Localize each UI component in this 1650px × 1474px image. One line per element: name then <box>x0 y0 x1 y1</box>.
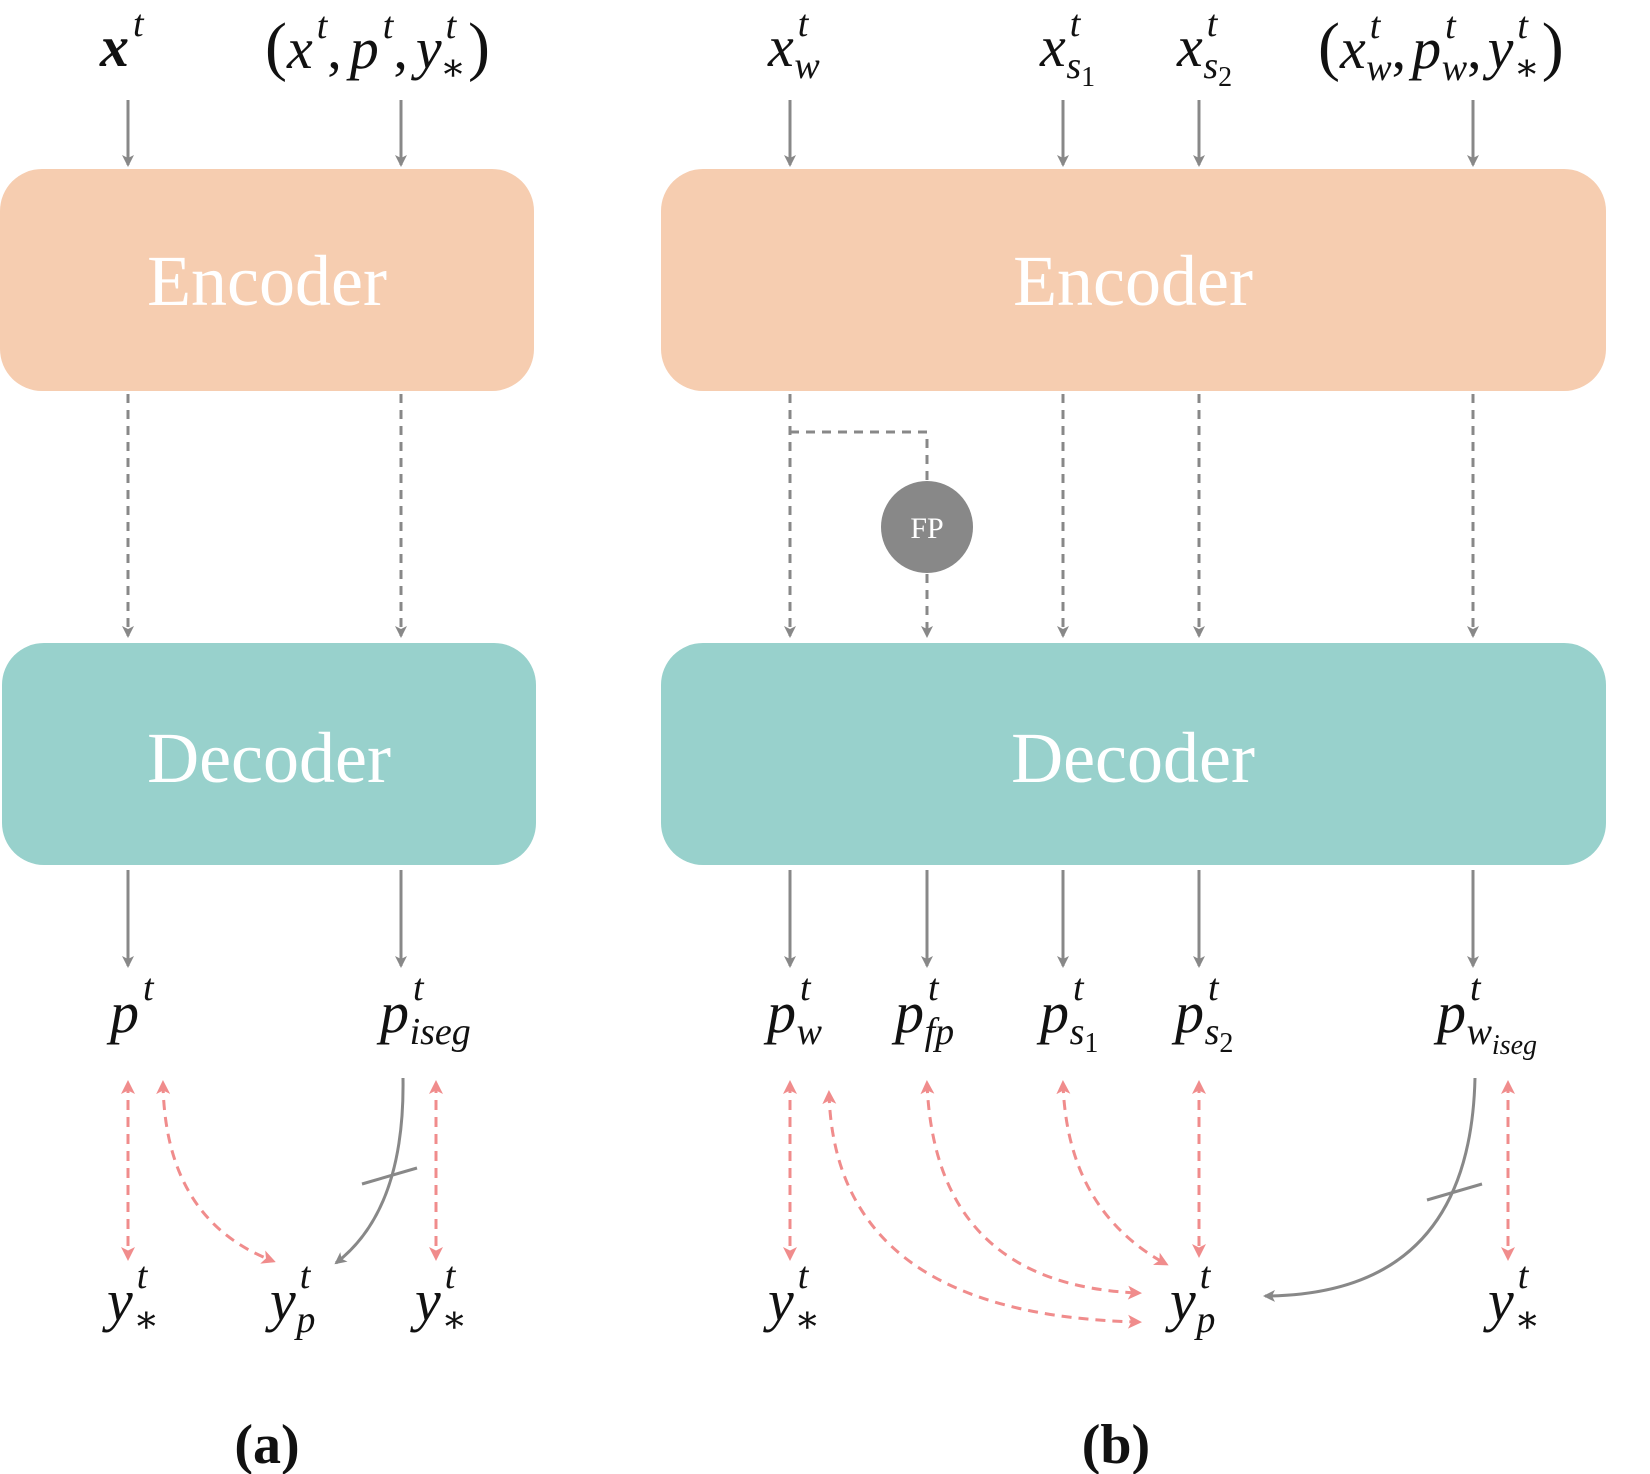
panel-b-label: (b) <box>1082 1414 1150 1474</box>
panel-a-decoder-box <box>2 643 536 865</box>
panel-b-encoder-box <box>661 169 1606 391</box>
panel-a-stopgrad-mark <box>361 1166 418 1186</box>
panel-b-stopgrad-arrow <box>1263 1077 1477 1302</box>
panel-b-loss-arrow-pw-yp <box>822 1090 1142 1329</box>
panel-a-encoder-label: Encoder <box>147 241 387 321</box>
panel-b-fp-label: FP <box>910 512 943 545</box>
panel-b-decoder-box <box>661 643 1606 865</box>
panel-b-loss-arrow-pfp-yp <box>920 1080 1142 1300</box>
panel-a-loss-arrow-p-yp <box>156 1080 276 1264</box>
panel-a-stopgrad-arrow <box>334 1077 405 1265</box>
panel-b-encoder-label: Encoder <box>1013 241 1253 321</box>
panel-b-loss-arrow-ps1-yp <box>1056 1080 1169 1266</box>
panel-b-dashed-branch-fp <box>790 430 929 480</box>
panel-b-decoder-label: Decoder <box>1011 718 1255 798</box>
panel-a-label: (a) <box>234 1414 299 1474</box>
panel-b-fp-node <box>881 481 973 573</box>
panel-a-encoder-box <box>0 169 534 391</box>
panel-a-decoder-label: Decoder <box>147 718 391 798</box>
panel-b-stopgrad-mark <box>1426 1182 1483 1202</box>
